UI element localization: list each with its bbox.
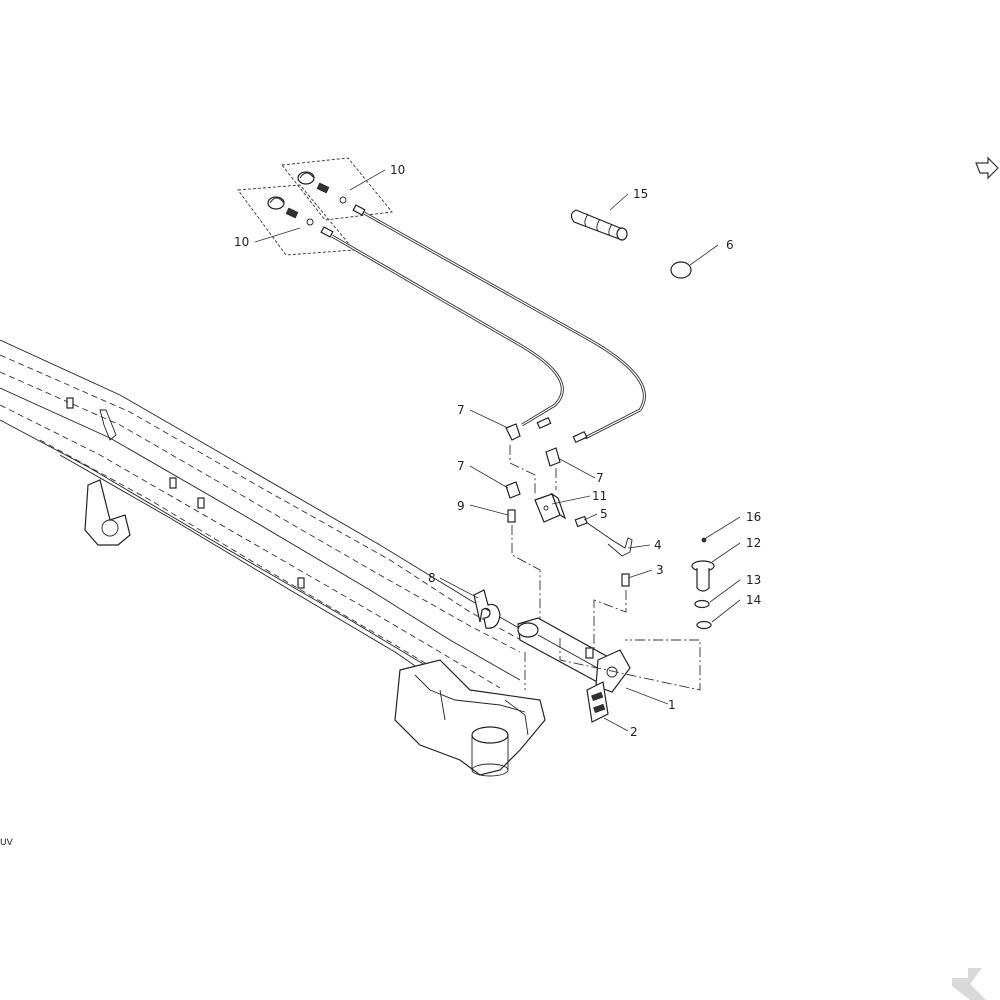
callout-10-lower: 10 [234, 235, 249, 249]
small-fittings [507, 509, 633, 587]
callout-7-c: 7 [457, 459, 465, 473]
valve-block-11 [534, 492, 567, 523]
ring-6 [670, 261, 692, 279]
fitting-kit-10-upper [281, 157, 393, 221]
callout-12: 12 [746, 536, 761, 550]
callout-5: 5 [600, 507, 608, 521]
corner-code: UV [0, 838, 14, 848]
leader-lines [254, 169, 741, 732]
hydraulic-hoses [331, 211, 646, 444]
callout-4: 4 [654, 538, 662, 552]
warning-label-2 [586, 681, 609, 723]
pin-assembly [691, 537, 715, 630]
fitting-kit-10-lower [237, 184, 355, 256]
callout-7-a: 7 [457, 403, 465, 417]
callout-11: 11 [592, 489, 607, 503]
callout-7-b: 7 [596, 471, 604, 485]
callout-9: 9 [457, 499, 465, 513]
callout-8: 8 [428, 571, 436, 585]
handle-grip-15 [570, 209, 628, 241]
callout-6: 6 [726, 238, 734, 252]
callout-2: 2 [630, 725, 638, 739]
callout-1: 1 [668, 698, 676, 712]
boom-frame [0, 339, 561, 777]
assembly-paths [509, 445, 701, 691]
callout-13: 13 [746, 573, 761, 587]
elbow-fittings [505, 423, 561, 499]
callout-3: 3 [656, 563, 664, 577]
callout-14: 14 [746, 593, 761, 607]
hydraulic-cylinder-1 [517, 617, 631, 693]
callout-15: 15 [633, 187, 648, 201]
outline-arrow-icon[interactable] [975, 156, 999, 180]
callout-16: 16 [746, 510, 761, 524]
callout-10-upper: 10 [390, 163, 405, 177]
k-logo-icon [952, 968, 986, 1000]
callout-labels: 10 10 15 6 7 7 7 11 9 5 4 3 8 16 12 13 1… [234, 163, 761, 739]
clip-8 [473, 589, 501, 629]
